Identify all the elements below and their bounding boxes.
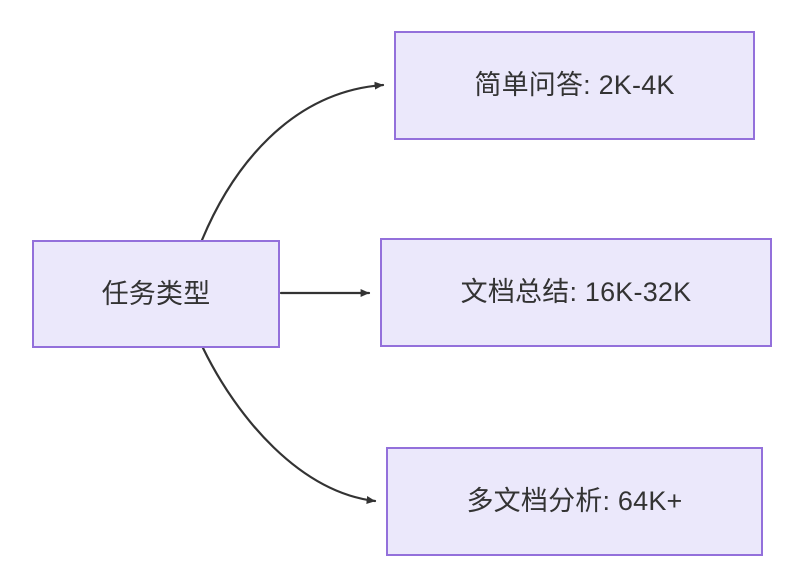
node-task-type[interactable]: 任务类型 — [32, 240, 280, 348]
node-doc-summary[interactable]: 文档总结: 16K-32K — [380, 238, 772, 347]
node-multi-doc-label: 多文档分析: 64K+ — [466, 486, 683, 517]
edge-task-type-to-multi-doc — [201, 346, 377, 504]
node-task-type-label: 任务类型 — [101, 278, 211, 309]
node-multi-doc[interactable]: 多文档分析: 64K+ — [386, 447, 763, 556]
node-simple-qa[interactable]: 简单问答: 2K-4K — [394, 31, 755, 140]
edge-task-type-to-simple-qa — [200, 81, 385, 242]
node-doc-summary-label: 文档总结: 16K-32K — [460, 277, 692, 308]
node-simple-qa-label: 简单问答: 2K-4K — [474, 70, 675, 101]
